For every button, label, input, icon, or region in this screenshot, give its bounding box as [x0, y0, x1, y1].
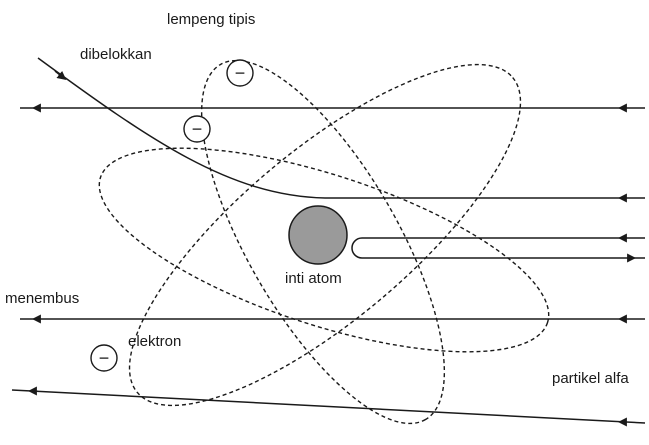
orbit-ellipse-2	[200, 59, 446, 425]
electron-icon: −	[226, 59, 254, 87]
electron-sign: −	[235, 63, 246, 83]
label-deflected: dibelokkan	[80, 46, 152, 63]
electron-orbits	[98, 59, 550, 425]
label-electron: elektron	[128, 333, 181, 350]
electron-sign: −	[192, 119, 203, 139]
label-alpha-particle: partikel alfa	[552, 370, 629, 387]
orbit-ellipse-1	[128, 63, 522, 407]
orbit-ellipse-3	[98, 147, 550, 353]
arrow-deflected-end	[54, 70, 67, 81]
label-foil: lempeng tipis	[167, 11, 255, 28]
label-nucleus: inti atom	[285, 270, 342, 287]
alpha-path-deflected	[37, 57, 645, 199]
alpha-path-reflected	[351, 237, 645, 259]
electron-icon: −	[183, 115, 211, 143]
alpha-path-straight-bottom	[11, 389, 646, 424]
label-penetrate: menembus	[5, 290, 79, 307]
arrowheads	[27, 70, 637, 427]
alpha-particle-paths	[11, 57, 646, 424]
electron-sign: −	[99, 348, 110, 368]
nucleus-icon	[288, 205, 348, 265]
electron-icon: −	[90, 344, 118, 372]
